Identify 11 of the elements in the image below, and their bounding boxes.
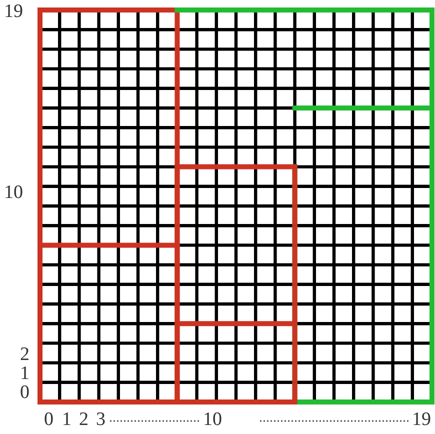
axis-label: 2: [20, 345, 30, 364]
axis-label: 0: [44, 410, 54, 429]
axis-label: 2: [79, 410, 88, 429]
axis-label: 0: [20, 383, 30, 402]
axis-label: 3: [96, 410, 106, 429]
axis-label: 10: [4, 183, 23, 202]
axis-label: 19: [4, 2, 23, 21]
axis-label: 19: [412, 410, 431, 429]
axis-label: 1: [62, 410, 72, 429]
axis-label: 10: [203, 410, 222, 429]
axis-label: 1: [20, 364, 30, 383]
